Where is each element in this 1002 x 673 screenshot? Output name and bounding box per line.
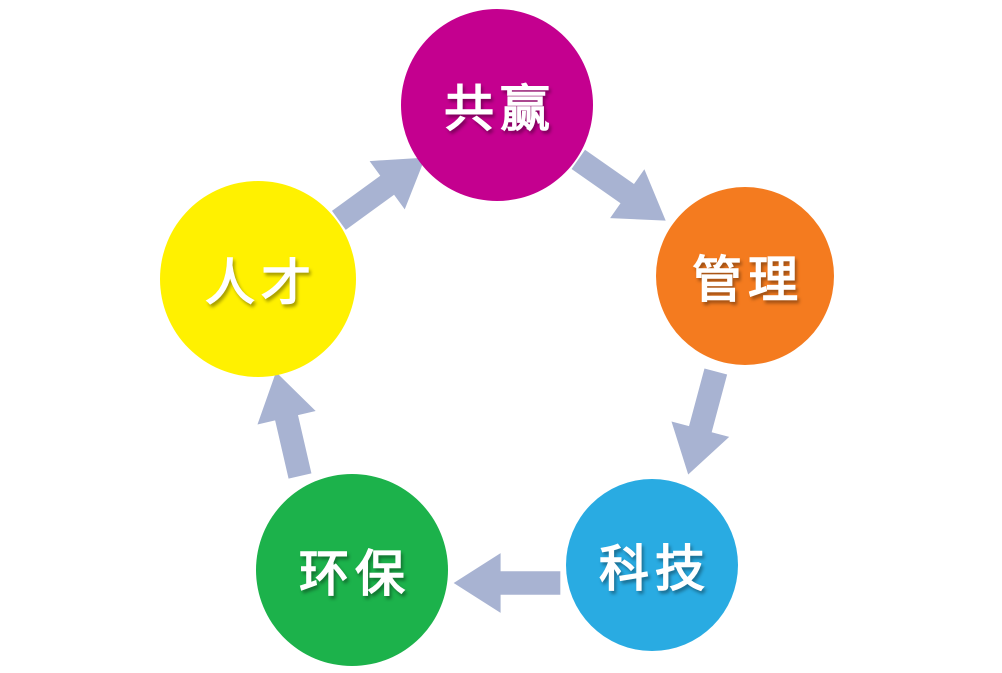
arrow-environment-to-talent: [243, 358, 332, 489]
node-talent: 人才: [160, 181, 356, 377]
node-technology: 科技: [566, 479, 738, 651]
node-winwin-label: 共赢: [444, 79, 556, 138]
arrow-technology-to-environment: [447, 551, 567, 615]
arrow-winwin-to-management: [554, 129, 689, 250]
node-talent-label: 人才: [205, 253, 317, 312]
arrow-management-to-technology: [656, 357, 749, 489]
block-arrow-icon: [571, 149, 666, 221]
node-winwin: 共赢: [401, 9, 593, 201]
node-environment: 环保: [256, 474, 448, 666]
node-environment-label: 环保: [299, 544, 411, 603]
block-arrow-icon: [671, 368, 730, 475]
block-arrow-icon: [257, 372, 316, 479]
block-arrow-icon: [331, 157, 426, 230]
node-management: 管理: [656, 187, 834, 365]
block-arrow-icon: [453, 553, 561, 613]
arrow-talent-to-winwin: [315, 128, 450, 250]
node-technology-label: 科技: [599, 539, 711, 598]
node-management-label: 管理: [692, 250, 804, 309]
